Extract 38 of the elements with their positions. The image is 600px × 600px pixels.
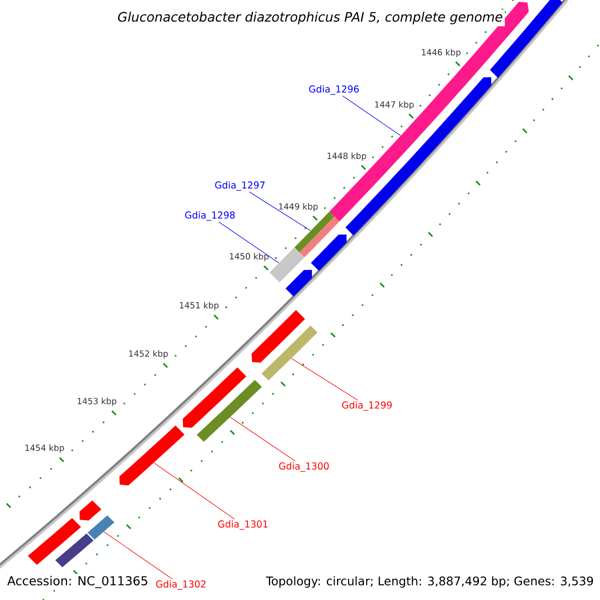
tick-label: 1454 kbp [25, 444, 64, 453]
footer-text: Topology: circular; Length: 3,887,492 bp; Genes: 3,539 [264, 574, 596, 590]
gene-feature [80, 500, 102, 521]
leader-line [342, 96, 401, 136]
leader-line [230, 416, 296, 462]
gene-feature [286, 270, 312, 296]
gene-feature [310, 234, 347, 271]
leader-line [218, 222, 280, 264]
tick-label: 1449 kbp [279, 203, 318, 212]
footer-text: Accession: NC_011365 [5, 574, 150, 590]
title: Gluconacetobacter diazotrophicus PAI 5, complete genome [116, 10, 505, 26]
tick-label: 1452 kbp [129, 350, 168, 358]
gene-label: Gdia_1299 [342, 401, 392, 411]
gene-feature [196, 380, 262, 442]
gene-feature [294, 211, 340, 258]
gene-feature [55, 534, 94, 568]
tick-label: 1448 kbp [328, 152, 366, 161]
leader-line [291, 358, 358, 400]
gene-label: Gdia_1296 [309, 85, 359, 95]
tick-label: 1453 kbp [78, 398, 116, 406]
gene-feature [262, 326, 318, 380]
gene-feature [88, 515, 114, 540]
gene-feature [252, 310, 305, 363]
tick-label: 1451 kbp [180, 302, 219, 310]
leader-line [154, 462, 235, 520]
gene-label: Gdia_1300 [279, 462, 329, 472]
gene-feature [182, 367, 246, 428]
tick-label: 1446 kbp [422, 48, 461, 58]
gene-label: Gdia_1302 [156, 580, 206, 590]
gene-feature [270, 247, 304, 282]
gene-feature [119, 426, 184, 486]
gene-label: Gdia_1301 [218, 520, 268, 530]
gene-label: Gdia_1298 [185, 211, 235, 221]
gene-label: Gdia_1297 [215, 181, 265, 191]
leader-line [104, 532, 173, 580]
tick-label: 1450 kbp [230, 252, 269, 262]
gene-feature [28, 518, 82, 565]
tick-label: 1447 kbp [375, 101, 414, 110]
